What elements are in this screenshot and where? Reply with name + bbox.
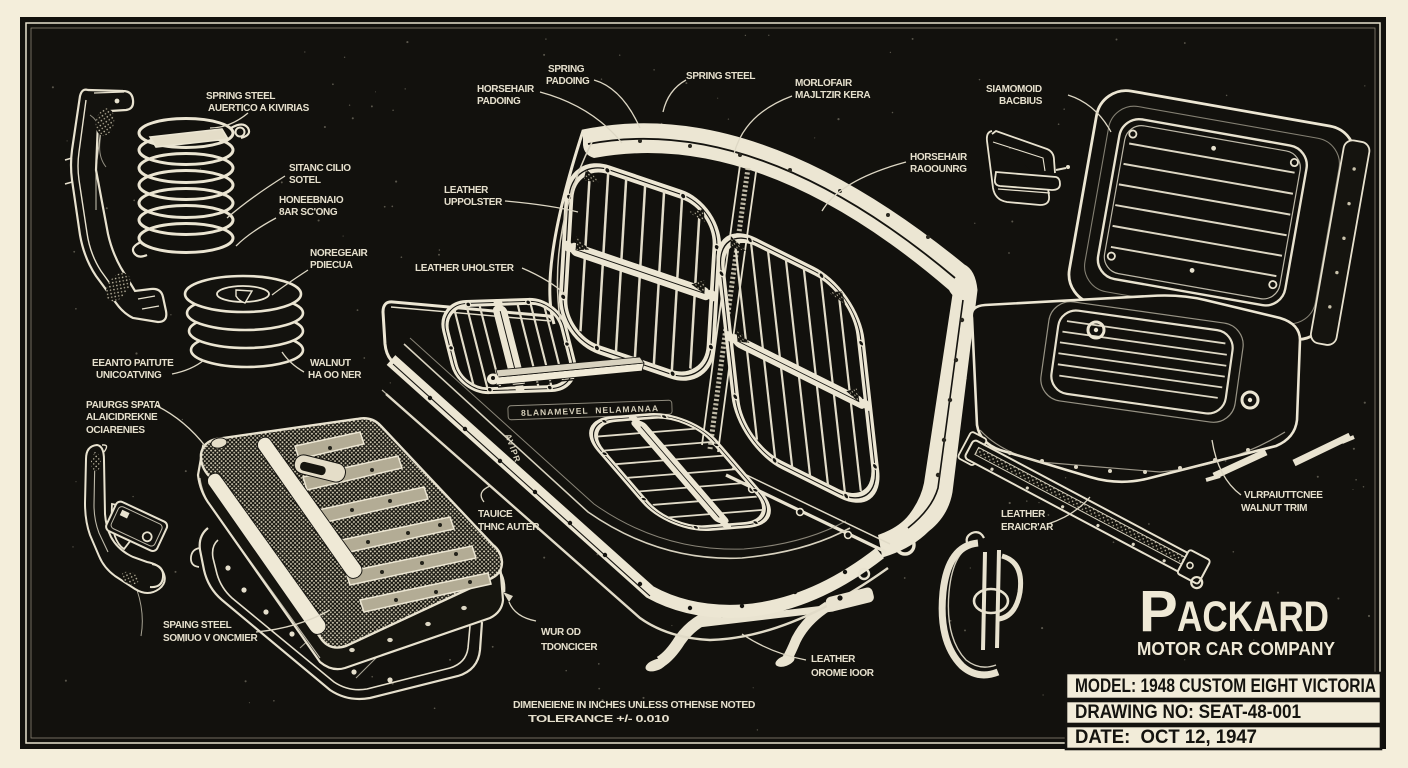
- svg-text:SPRING STEEL: SPRING STEEL: [206, 91, 275, 102]
- svg-text:LEATHER: LEATHER: [811, 654, 856, 665]
- svg-text:P: P: [1139, 579, 1178, 644]
- svg-text:UNICOATVING: UNICOATVING: [96, 370, 162, 381]
- svg-text:SPRING: SPRING: [548, 64, 585, 75]
- svg-text:SPAING STEEL: SPAING STEEL: [163, 620, 232, 631]
- svg-text:HORSEHAIR: HORSEHAIR: [477, 84, 535, 95]
- svg-text:BACBIUS: BACBIUS: [999, 96, 1043, 107]
- svg-text:MODEL: 1948 CUSTOM EIGHT VICTO: MODEL: 1948 CUSTOM EIGHT VICTORIA: [1075, 676, 1376, 697]
- svg-text:AUERTICO A KIVIRIAS: AUERTICO A KIVIRIAS: [208, 103, 310, 114]
- svg-text:DRAWING NO: SEAT-48-001: DRAWING NO: SEAT-48-001: [1075, 702, 1301, 723]
- svg-text:SOMIUO V ONCMIER: SOMIUO V ONCMIER: [163, 633, 259, 644]
- svg-text:UPPOLSTER: UPPOLSTER: [444, 197, 503, 208]
- svg-text:EEANTO PAITUTE: EEANTO PAITUTE: [92, 358, 174, 369]
- svg-text:OROME IOOR: OROME IOOR: [811, 668, 875, 679]
- svg-text:LEATHER: LEATHER: [1001, 509, 1046, 520]
- svg-text:PADOING: PADOING: [546, 76, 590, 87]
- svg-text:8AR SC'ONG: 8AR SC'ONG: [279, 207, 338, 218]
- svg-text:NOREGEAIR: NOREGEAIR: [310, 248, 369, 259]
- svg-text:VLRPAIUTTCNEE: VLRPAIUTTCNEE: [1244, 490, 1323, 501]
- svg-text:MAJLTZIR KERA: MAJLTZIR KERA: [795, 90, 870, 101]
- svg-text:HORSEHAIR: HORSEHAIR: [910, 152, 968, 163]
- svg-text:SPRING STEEL: SPRING STEEL: [686, 71, 755, 82]
- svg-text:ERAICR'AR: ERAICR'AR: [1001, 522, 1054, 533]
- svg-text:ALAICIDREKNE: ALAICIDREKNE: [86, 412, 158, 423]
- svg-text:PAIURGS SPATA: PAIURGS SPATA: [86, 400, 161, 411]
- svg-text:LEATHER UHOLSTER: LEATHER UHOLSTER: [415, 263, 515, 274]
- svg-text:LEATHER: LEATHER: [444, 185, 489, 196]
- svg-text:MORLOFAIR: MORLOFAIR: [795, 78, 853, 89]
- svg-text:8LANAMEVEL NELAMANAA: 8LANAMEVEL NELAMANAA: [521, 403, 659, 418]
- svg-text:DIMENEIENE IN INCHES UNLESS OT: DIMENEIENE IN INCHES UNLESS OTHENSE NOTE…: [513, 700, 755, 711]
- svg-text:SOTEL: SOTEL: [289, 175, 321, 186]
- svg-text:SITANC CILIO: SITANC CILIO: [289, 163, 351, 174]
- svg-text:THNC AUTER: THNC AUTER: [478, 522, 540, 533]
- svg-text:HONEEBNAIO: HONEEBNAIO: [279, 195, 344, 206]
- svg-text:SIAMOMOID: SIAMOMOID: [986, 84, 1042, 95]
- svg-text:WUR OD: WUR OD: [541, 627, 581, 638]
- svg-text:TDONCICER: TDONCICER: [541, 642, 598, 653]
- svg-text:WALNUT: WALNUT: [310, 358, 351, 369]
- svg-text:PDIECUA: PDIECUA: [310, 260, 353, 271]
- svg-text:HA OO NER: HA OO NER: [308, 370, 362, 381]
- svg-text:DATE: OCT 12, 1947: DATE: OCT 12, 1947: [1075, 727, 1257, 748]
- svg-text:TAUICE: TAUICE: [478, 509, 513, 520]
- svg-text:ACKARD: ACKARD: [1177, 593, 1329, 641]
- svg-text:MOTOR CAR COMPANY: MOTOR CAR COMPANY: [1137, 638, 1336, 659]
- svg-text:RAOOUNRG: RAOOUNRG: [910, 164, 967, 175]
- svg-text:OCIARENIES: OCIARENIES: [86, 425, 145, 436]
- svg-text:WALNUT TRIM: WALNUT TRIM: [1241, 503, 1307, 514]
- svg-text:TOLERANCE +/- 0.010: TOLERANCE +/- 0.010: [528, 714, 670, 725]
- svg-text:PADOING: PADOING: [477, 96, 521, 107]
